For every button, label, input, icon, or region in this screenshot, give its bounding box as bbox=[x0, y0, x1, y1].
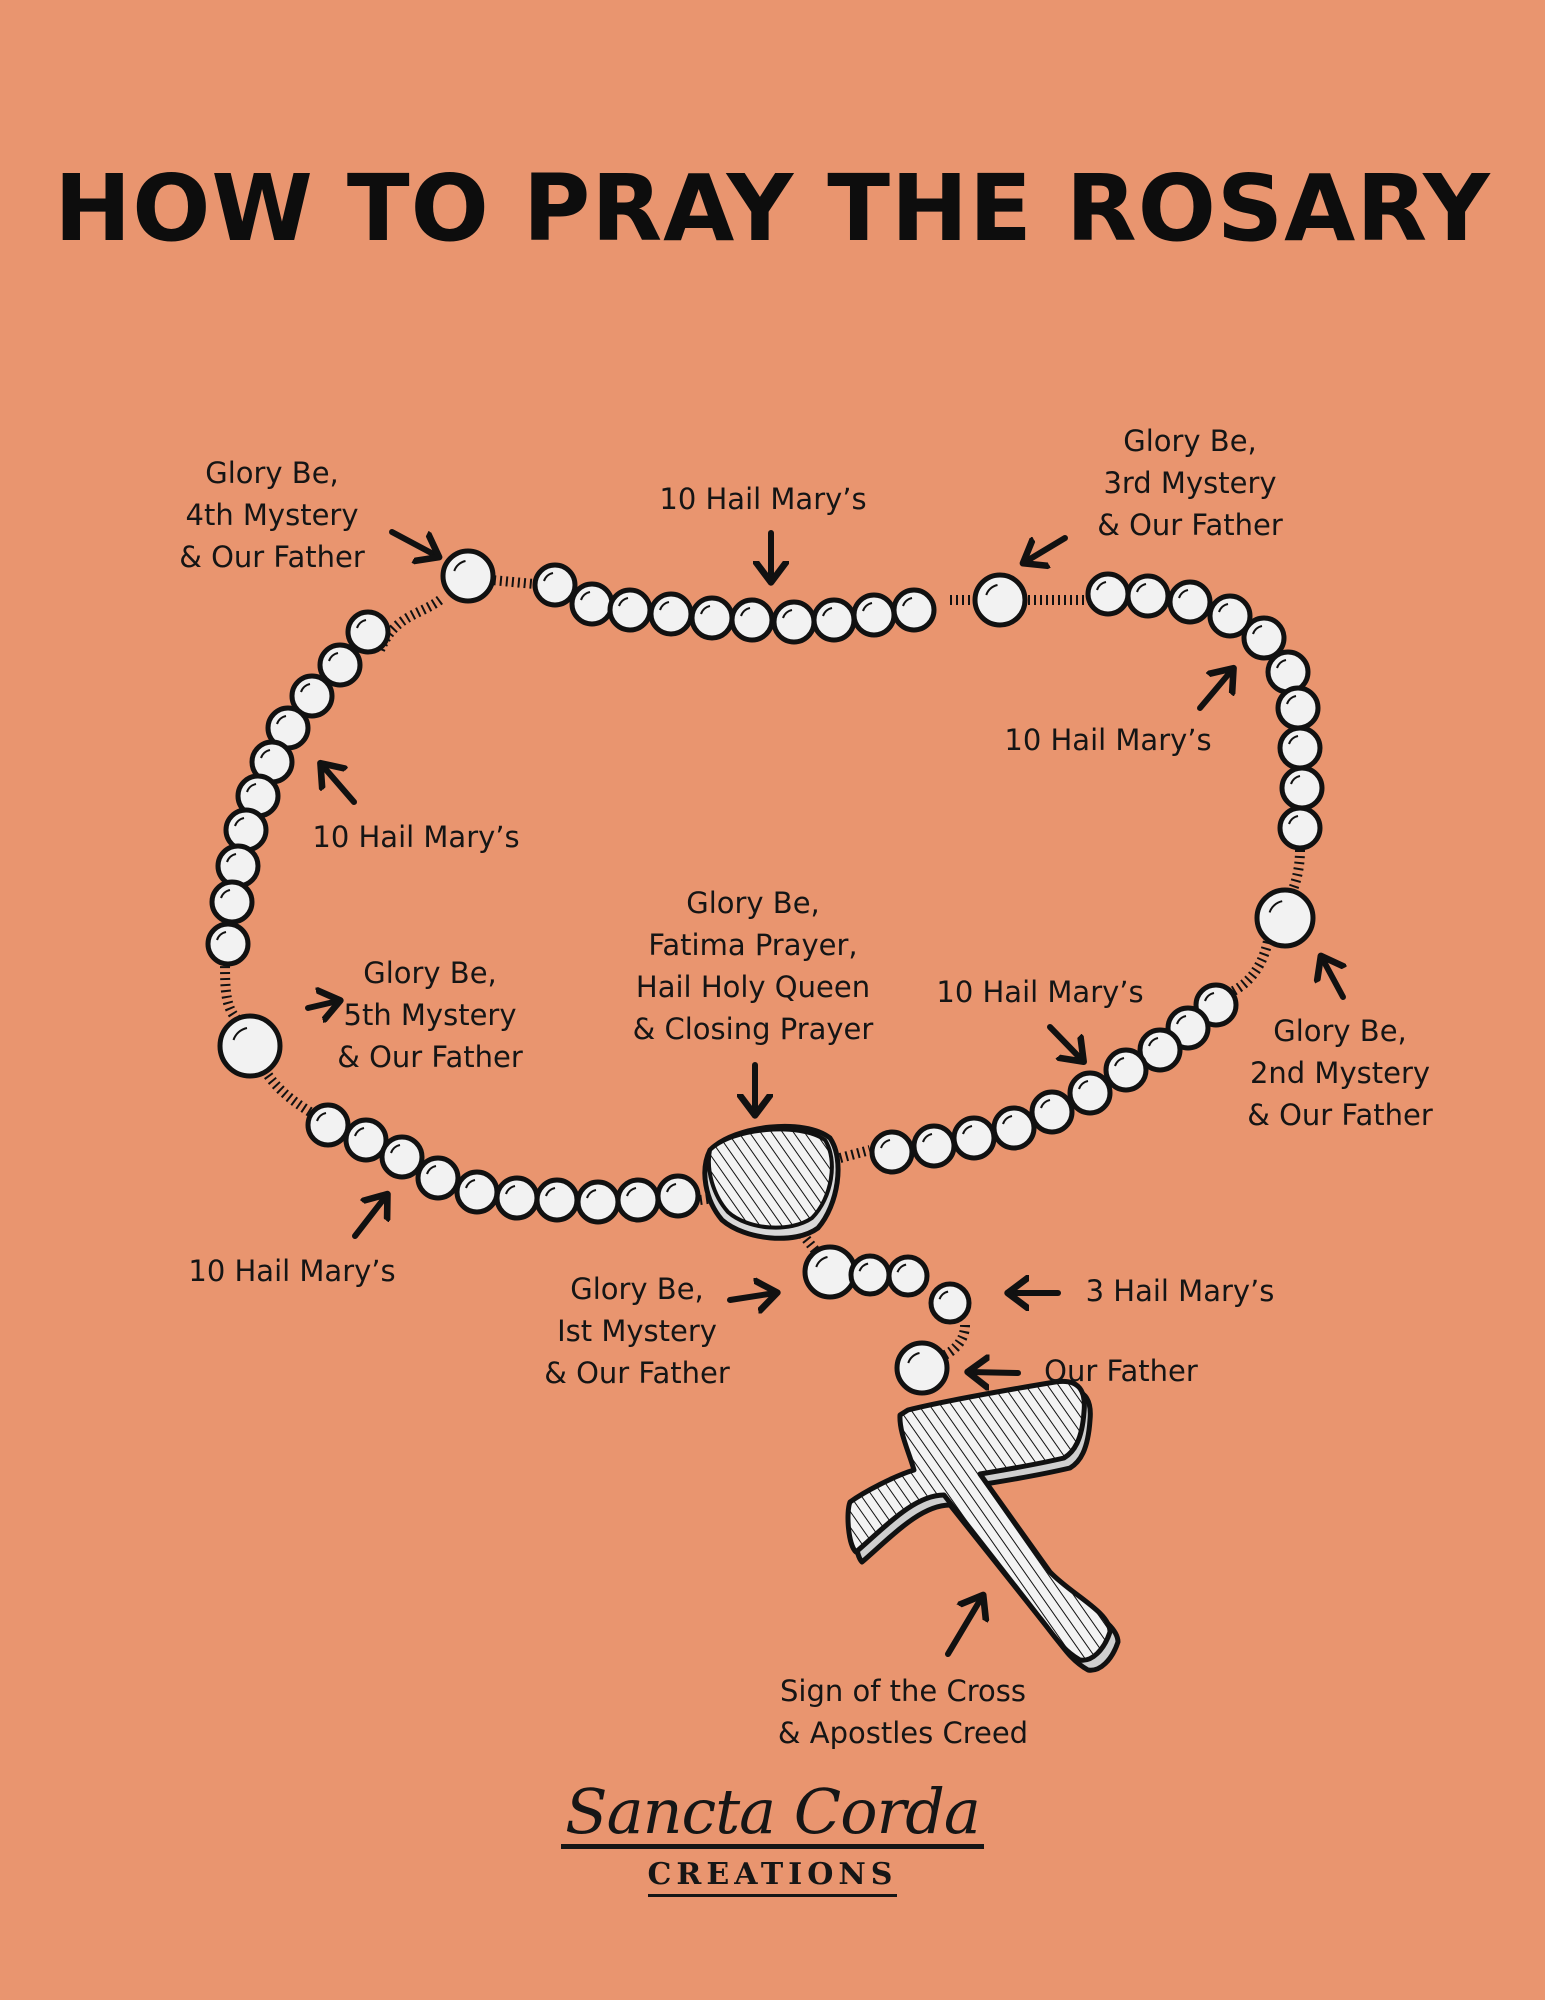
hail-mary-bead bbox=[911, 1123, 957, 1169]
hail-mary-bead bbox=[575, 1179, 621, 1225]
chain-link bbox=[257, 1062, 318, 1120]
hail-mary-bead bbox=[615, 1177, 661, 1223]
hail-mary-bead bbox=[569, 581, 615, 627]
hail-mary-bead bbox=[289, 673, 335, 719]
arrow bbox=[970, 1372, 1021, 1373]
arrow bbox=[1197, 670, 1232, 711]
hail-mary-bead bbox=[951, 1115, 997, 1161]
arrow bbox=[945, 1597, 982, 1657]
hail-mary-bead bbox=[1137, 1027, 1183, 1073]
hail-mary-bead bbox=[689, 595, 735, 641]
chain-link bbox=[375, 595, 443, 653]
hail-mary-bead bbox=[223, 807, 269, 853]
label-hail-marys-top: 10 Hail Mary’s bbox=[659, 482, 867, 516]
hail-mary-bead bbox=[454, 1169, 500, 1215]
our-father-bead bbox=[802, 1244, 858, 1300]
hail-mary-bead bbox=[891, 587, 937, 633]
hail-mary-bead bbox=[869, 1129, 915, 1175]
hail-mary-bead bbox=[851, 592, 897, 638]
arrow bbox=[727, 1293, 775, 1300]
hail-mary-bead bbox=[729, 597, 775, 643]
label-glory-4th-mystery: Glory Be,4th Mystery& Our Father bbox=[179, 456, 365, 574]
hail-mary-bead bbox=[648, 591, 694, 637]
hail-mary-bead bbox=[1277, 725, 1323, 771]
our-father-bead bbox=[894, 1340, 950, 1396]
our-father-bead bbox=[972, 572, 1028, 628]
hail-mary-bead bbox=[209, 879, 255, 925]
hail-mary-bead bbox=[607, 587, 653, 633]
chain-link bbox=[220, 959, 244, 1026]
arrow bbox=[322, 765, 357, 805]
hail-mary-bead bbox=[1279, 765, 1325, 811]
chain-link bbox=[942, 1324, 970, 1360]
hail-mary-bead bbox=[534, 1177, 580, 1223]
rosary-beads bbox=[205, 548, 1325, 1396]
hail-mary-bead bbox=[886, 1254, 930, 1298]
our-father-bead bbox=[440, 548, 496, 604]
brand-subtitle: CREATIONS bbox=[0, 1857, 1545, 1897]
label-glory-2nd-mystery: Glory Be,2nd Mystery& Our Father bbox=[1247, 1014, 1433, 1132]
crucifix bbox=[845, 1378, 1121, 1673]
hail-mary-bead bbox=[848, 1253, 892, 1297]
hail-mary-bead bbox=[494, 1175, 540, 1221]
our-father-bead bbox=[1254, 887, 1316, 949]
label-hail-marys-lower-left: 10 Hail Mary’s bbox=[188, 1254, 396, 1288]
chain-link bbox=[1222, 929, 1275, 1000]
label-three-hail-marys: 3 Hail Mary’s bbox=[1085, 1274, 1275, 1308]
label-glory-5th-mystery: Glory Be,5th Mystery& Our Father bbox=[337, 956, 523, 1074]
hail-mary-bead bbox=[205, 921, 251, 967]
label-hail-marys-right: 10 Hail Mary’s bbox=[1004, 723, 1212, 757]
hail-mary-bead bbox=[1275, 685, 1321, 731]
hail-mary-bead bbox=[532, 562, 578, 608]
hail-mary-bead bbox=[811, 597, 857, 643]
brand-name: Sancta Corda bbox=[561, 1780, 984, 1849]
hail-mary-bead bbox=[1167, 579, 1213, 625]
hail-mary-bead bbox=[928, 1281, 972, 1325]
label-glory-1st-mystery: Glory Be,Ist Mystery& Our Father bbox=[544, 1272, 730, 1390]
hail-mary-bead bbox=[379, 1134, 425, 1180]
hail-mary-bead bbox=[215, 843, 261, 889]
label-glory-closing-prayers: Glory Be,Fatima Prayer,Hail Holy Queen& … bbox=[632, 886, 874, 1046]
hail-mary-bead bbox=[1067, 1070, 1113, 1116]
arrow bbox=[1025, 535, 1068, 562]
hail-mary-bead bbox=[1103, 1047, 1149, 1093]
arrow bbox=[389, 529, 437, 556]
hail-mary-bead bbox=[1029, 1089, 1075, 1135]
hail-mary-bead bbox=[1207, 593, 1253, 639]
label-our-father: Our Father bbox=[1044, 1354, 1198, 1388]
hail-mary-bead bbox=[317, 642, 363, 688]
label-hail-marys-lower-right: 10 Hail Mary’s bbox=[936, 975, 1144, 1009]
label-sign-of-the-cross: Sign of the Cross& Apostles Creed bbox=[777, 1674, 1029, 1750]
hail-mary-bead bbox=[345, 609, 391, 655]
hail-mary-bead bbox=[343, 1117, 389, 1163]
arrow bbox=[1047, 1024, 1082, 1060]
hail-mary-bead bbox=[1125, 573, 1171, 619]
chain-link bbox=[838, 1145, 872, 1163]
our-father-bead bbox=[217, 1013, 283, 1079]
hail-mary-bead bbox=[655, 1173, 701, 1219]
label-glory-3rd-mystery: Glory Be,3rd Mystery& Our Father bbox=[1097, 424, 1283, 542]
arrow bbox=[305, 1001, 338, 1008]
pointer-arrows bbox=[305, 529, 1343, 1657]
hail-mary-bead bbox=[1085, 571, 1131, 617]
arrow bbox=[352, 1196, 386, 1239]
hail-mary-bead bbox=[1241, 615, 1287, 661]
hail-mary-bead bbox=[1277, 805, 1323, 851]
brand-logo: Sancta Corda CREATIONS bbox=[0, 1780, 1545, 1897]
hail-mary-bead bbox=[415, 1155, 461, 1201]
hail-mary-bead bbox=[991, 1105, 1037, 1151]
page-title: HOW TO PRAY THE ROSARY bbox=[54, 155, 1491, 262]
hail-mary-bead bbox=[771, 599, 817, 645]
centerpiece-medal bbox=[702, 1123, 841, 1241]
label-hail-marys-left: 10 Hail Mary’s bbox=[312, 820, 520, 854]
arrow bbox=[1322, 958, 1343, 1000]
hail-mary-bead bbox=[305, 1102, 351, 1148]
